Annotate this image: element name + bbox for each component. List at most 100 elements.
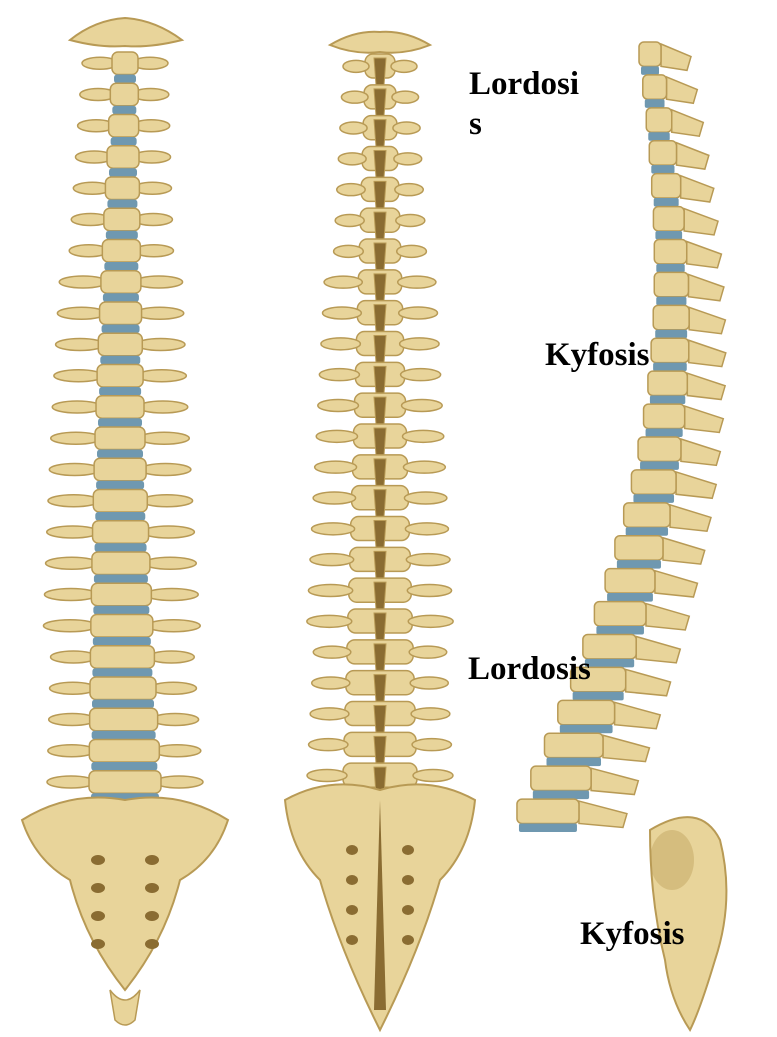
sacral-foramen bbox=[346, 935, 358, 945]
transverse-process bbox=[408, 615, 453, 627]
transverse-process bbox=[412, 739, 451, 751]
vertebral-body bbox=[89, 740, 159, 763]
spinous-process bbox=[676, 143, 708, 169]
transverse-process bbox=[136, 339, 185, 351]
transverse-process bbox=[44, 589, 97, 601]
transverse-process bbox=[47, 526, 99, 538]
transverse-process bbox=[313, 492, 356, 504]
vertebral-body bbox=[102, 240, 140, 263]
transverse-process bbox=[57, 307, 105, 319]
transverse-process bbox=[337, 184, 365, 196]
transverse-process bbox=[48, 745, 95, 757]
transverse-process bbox=[321, 338, 360, 350]
vertebral-body bbox=[653, 305, 689, 329]
vertebral-body bbox=[652, 174, 681, 198]
intervertebral-disc bbox=[641, 66, 659, 75]
vertebral-body bbox=[98, 333, 142, 356]
transverse-process bbox=[397, 245, 427, 257]
transverse-process bbox=[400, 338, 439, 350]
transverse-process bbox=[150, 682, 196, 694]
sacral-foramen bbox=[402, 905, 414, 915]
spinous-process bbox=[374, 582, 386, 609]
intervertebral-disc bbox=[519, 823, 577, 832]
intervertebral-disc bbox=[654, 198, 679, 207]
intervertebral-disc bbox=[585, 659, 634, 668]
transverse-process bbox=[401, 369, 441, 381]
spinous-process bbox=[374, 675, 386, 702]
sacral-foramen bbox=[145, 883, 159, 893]
vertebral-body bbox=[649, 141, 676, 165]
vertebral-body bbox=[109, 115, 139, 138]
sacral-foramen bbox=[402, 845, 414, 855]
transverse-process bbox=[402, 430, 443, 442]
anterior-view bbox=[22, 18, 228, 1025]
atlas-vertebra bbox=[330, 32, 430, 53]
vertebral-body bbox=[638, 437, 681, 461]
spinous-process bbox=[374, 274, 386, 301]
spinous-process bbox=[374, 644, 386, 671]
vertebral-body bbox=[91, 583, 151, 606]
transverse-process bbox=[324, 276, 362, 288]
transverse-process bbox=[50, 682, 96, 694]
spinous-process bbox=[689, 340, 726, 366]
transverse-process bbox=[410, 677, 448, 689]
vertebral-body bbox=[594, 602, 646, 626]
intervertebral-disc bbox=[91, 762, 157, 771]
thoracic-kyphosis-label: Kyfosis bbox=[545, 335, 650, 375]
transverse-process bbox=[411, 708, 450, 720]
spinous-process bbox=[663, 538, 705, 564]
spinous-process bbox=[374, 613, 386, 640]
sacral-foramen bbox=[346, 875, 358, 885]
transverse-process bbox=[399, 307, 438, 319]
intervertebral-disc bbox=[100, 356, 140, 365]
transverse-process bbox=[135, 276, 183, 288]
vertebral-body bbox=[93, 490, 147, 513]
transverse-process bbox=[312, 523, 355, 535]
spinous-process bbox=[615, 702, 661, 728]
vertebral-body bbox=[646, 108, 671, 132]
spinous-process bbox=[636, 637, 680, 663]
cervical-lordosis-label-line1: Lordosi bbox=[469, 64, 579, 104]
spinous-process bbox=[374, 212, 386, 239]
spinous-process bbox=[374, 89, 386, 116]
transverse-process bbox=[148, 651, 194, 663]
spinous-process bbox=[374, 58, 386, 85]
lumbar-lordosis-label: Lordosis bbox=[468, 649, 591, 689]
intervertebral-disc bbox=[533, 791, 589, 800]
intervertebral-disc bbox=[106, 231, 138, 240]
transverse-process bbox=[144, 557, 196, 569]
sacral-foramen bbox=[91, 855, 105, 865]
sacral-kyphosis-label: Kyfosis bbox=[580, 914, 685, 954]
intervertebral-disc bbox=[651, 165, 674, 174]
intervertebral-disc bbox=[98, 418, 142, 427]
vertebral-body bbox=[558, 700, 615, 724]
transverse-process bbox=[392, 91, 419, 103]
spinous-process bbox=[603, 735, 649, 761]
intervertebral-disc bbox=[655, 330, 687, 339]
sacral-foramen bbox=[402, 935, 414, 945]
intervertebral-disc bbox=[560, 725, 613, 734]
intervertebral-disc bbox=[102, 325, 140, 334]
vertebral-body bbox=[112, 52, 138, 75]
vertebral-body bbox=[104, 208, 140, 231]
vertebral-body bbox=[96, 396, 144, 419]
intervertebral-disc bbox=[626, 527, 668, 536]
intervertebral-disc bbox=[92, 731, 156, 740]
transverse-process bbox=[391, 60, 417, 72]
sacral-foramen bbox=[145, 939, 159, 949]
coccyx bbox=[110, 990, 140, 1025]
spinous-process bbox=[374, 366, 386, 393]
spinous-process bbox=[681, 439, 720, 465]
spinous-process bbox=[374, 551, 386, 578]
spinous-process bbox=[689, 307, 725, 333]
vertebral-body bbox=[639, 42, 661, 66]
vertebral-body bbox=[90, 677, 156, 700]
transverse-process bbox=[394, 153, 422, 165]
spinous-process bbox=[374, 428, 386, 455]
spinous-process bbox=[374, 243, 386, 270]
transverse-process bbox=[393, 122, 420, 134]
vertebral-body bbox=[91, 615, 153, 638]
intervertebral-disc bbox=[656, 264, 684, 273]
transverse-process bbox=[340, 122, 367, 134]
